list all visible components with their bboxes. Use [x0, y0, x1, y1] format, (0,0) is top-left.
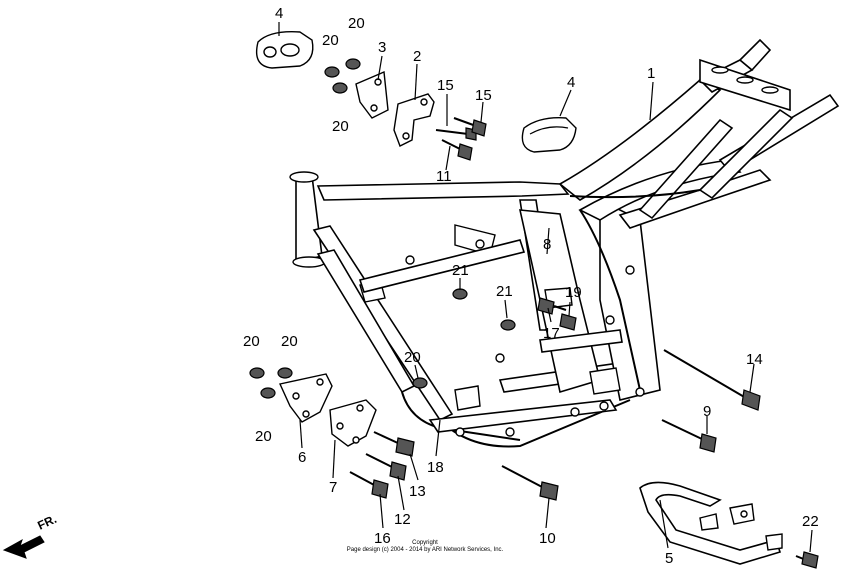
copyright-notice: Copyright Page design (c) 2004 - 2014 by… [347, 540, 504, 553]
main-frame[interactable] [289, 38, 840, 448]
callout-2: 2 [413, 48, 421, 65]
callout-22: 22 [802, 513, 819, 530]
callout-17: 17 [543, 325, 560, 342]
callout-15b: 15 [475, 87, 492, 104]
callout-20g: 20 [404, 349, 421, 366]
engine-hanger-plate-3[interactable] [355, 70, 389, 119]
nut-20e[interactable] [277, 367, 293, 379]
callout-20b: 20 [322, 32, 339, 49]
bolt-16[interactable] [349, 471, 389, 499]
engine-hanger-plate-6[interactable] [279, 373, 333, 423]
callout-11: 11 [436, 168, 452, 185]
callout-7: 7 [329, 479, 337, 496]
callout-13: 13 [409, 483, 426, 500]
callout-20f: 20 [255, 428, 272, 445]
callout-5: 5 [665, 550, 673, 567]
bolt-15b[interactable] [453, 117, 487, 137]
bolt-12[interactable] [365, 453, 407, 481]
bolt-13[interactable] [373, 431, 415, 457]
bolt-9[interactable] [661, 419, 717, 453]
bolt-22[interactable] [795, 551, 819, 569]
nut-20b[interactable] [324, 66, 340, 78]
engine-hanger-plate-7[interactable] [329, 399, 377, 447]
callout-19: 19 [565, 284, 582, 301]
callout-20d: 20 [243, 333, 260, 350]
nut-21b[interactable] [500, 319, 516, 331]
callout-8: 8 [543, 236, 551, 253]
engine-hanger-plate-2[interactable] [393, 93, 435, 147]
callout-20e: 20 [281, 333, 298, 350]
nut-20c[interactable] [332, 82, 348, 94]
bolt-10[interactable] [501, 465, 559, 501]
nut-20a[interactable] [345, 58, 361, 70]
front-arrow-label: FR. [35, 512, 58, 533]
nut-20f[interactable] [260, 387, 276, 399]
nut-21a[interactable] [452, 288, 468, 300]
copyright-line-2: Page design (c) 2004 - 2014 by ARI Netwo… [347, 547, 504, 553]
callout-18: 18 [427, 459, 444, 476]
bolt-19[interactable] [559, 313, 577, 331]
callout-20a: 20 [348, 15, 365, 32]
callout-3: 3 [378, 39, 386, 56]
callout-4b: 4 [567, 74, 575, 91]
callout-12: 12 [394, 511, 411, 528]
bolt-17[interactable] [537, 297, 567, 315]
front-direction-arrow: FR. [2, 512, 59, 559]
bolt-11[interactable] [441, 139, 473, 161]
callout-1: 1 [647, 65, 655, 82]
nut-20g[interactable] [412, 377, 428, 389]
callout-15a: 15 [437, 77, 454, 94]
callout-16: 16 [374, 530, 391, 547]
callout-4a: 4 [275, 5, 283, 22]
callout-21a: 21 [452, 262, 469, 279]
callout-20c: 20 [332, 118, 349, 135]
bolt-14[interactable] [663, 349, 761, 411]
callout-9: 9 [703, 403, 711, 420]
copyright-line-1: Copyright [412, 540, 438, 546]
leader-lines [278, 22, 813, 553]
nut-20d[interactable] [249, 367, 265, 379]
bolt-15a[interactable] [435, 127, 477, 141]
callout-6: 6 [298, 449, 306, 466]
frame-cover-pad-4a[interactable] [255, 31, 314, 69]
callout-21b: 21 [496, 283, 513, 300]
callout-labels: 1 2 3 4 4 5 6 7 8 9 10 11 12 13 14 15 15… [243, 5, 819, 567]
callout-14: 14 [746, 351, 763, 368]
callout-10: 10 [539, 530, 556, 547]
frame-cover-pad-4b[interactable] [521, 117, 577, 153]
rear-bracket-5[interactable] [639, 481, 783, 565]
